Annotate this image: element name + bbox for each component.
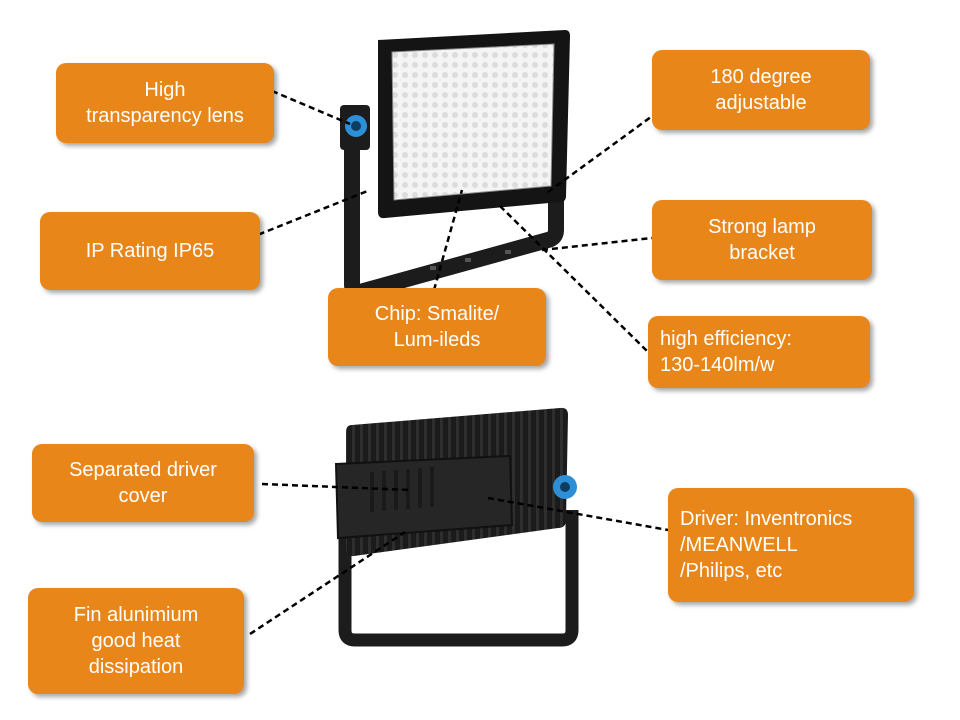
leader-adjustable (547, 112, 656, 194)
callout-driver-cover-text: Separated driver cover (69, 459, 217, 507)
callout-lens-text: High transparency lens (86, 79, 244, 127)
leader-ip (239, 188, 371, 244)
callout-fin: Fin alunimium good heat dissipation (28, 588, 244, 694)
leader-bracket (541, 236, 653, 252)
callout-efficiency: high efficiency: 130-140lm/w (648, 316, 870, 388)
callout-ip-text: IP Rating IP65 (85, 240, 215, 262)
callout-lens: High transparency lens (56, 63, 274, 143)
callout-driver-text: Driver: Inventronics /MEANWELL /Philips,… (680, 508, 853, 582)
callout-driver: Driver: Inventronics /MEANWELL /Philips,… (668, 488, 914, 602)
callout-chip: Chip: Smalite/ Lum-ileds (328, 288, 546, 366)
leader-driver (487, 496, 669, 532)
leader-chip (432, 189, 464, 291)
leader-efficiency (499, 205, 649, 353)
callout-adjustable-text: 180 degree adjustable (710, 66, 812, 114)
callout-adjustable: 180 degree adjustable (652, 50, 870, 130)
callout-bracket-text: Strong lamp bracket (708, 216, 816, 264)
callout-ip: IP Rating IP65 (40, 212, 260, 290)
callout-fin-text: Fin alunimium good heat dissipation (73, 604, 199, 678)
callout-chip-text: Chip: Smalite/ Lum-ileds (374, 303, 500, 351)
leader-driver-cover (261, 482, 411, 492)
callout-efficiency-text: high efficiency: 130-140lm/w (660, 328, 792, 376)
leader-fin (249, 530, 406, 636)
leader-lens (271, 89, 351, 126)
back-lamp-image (334, 407, 579, 647)
callout-bracket: Strong lamp bracket (652, 200, 872, 280)
callout-driver-cover: Separated driver cover (32, 444, 254, 522)
leader-lines (239, 89, 669, 636)
front-lamp-image (340, 30, 570, 300)
